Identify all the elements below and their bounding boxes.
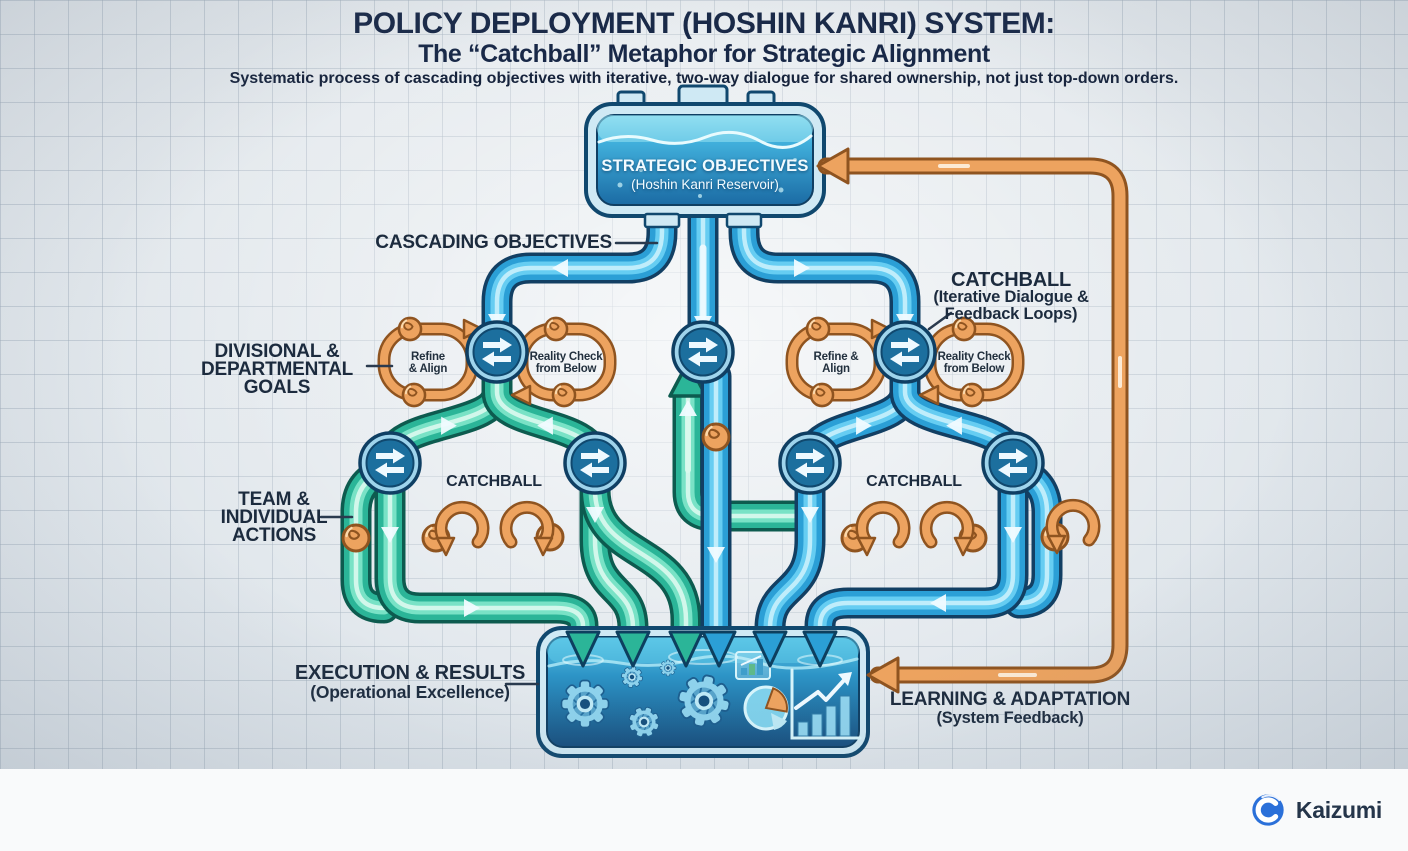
cascading-objectives-label: CASCADING OBJECTIVES <box>375 232 612 253</box>
pipe-team-right-inner <box>770 468 810 648</box>
loop-arrow-icon <box>926 507 972 555</box>
divisional-goals-label: DIVISIONAL & DEPARTMENTAL GOALS <box>200 341 354 398</box>
catchball-loop-reality-left <box>510 316 610 408</box>
loop-arrow-icon <box>1048 505 1094 553</box>
exchange-node-icon <box>873 320 937 384</box>
pipe-team-left-outer <box>356 468 583 648</box>
refine-align-left-label: Refine & Align <box>408 351 448 376</box>
catchball-mid-right-label: CATCHBALL <box>866 473 962 490</box>
pipe-team-right-outer <box>820 468 1047 648</box>
brand-swirl-icon <box>1252 794 1284 826</box>
gear-icon <box>659 659 677 677</box>
reservoir-subtitle: (Hoshin Kanri Reservoir) <box>631 176 779 192</box>
exchange-node-icon <box>465 320 529 384</box>
loop-arrow-icon <box>858 507 904 555</box>
execution-results-label: EXECUTION & RESULTS (Operational Excelle… <box>294 662 526 702</box>
mini-bar-chart-icon <box>735 651 771 680</box>
reservoir-title: STRATEGIC OBJECTIVES <box>601 157 809 175</box>
exchange-node-icon <box>778 431 842 495</box>
loop-arrow-icon <box>437 507 483 555</box>
exchange-node-icon <box>563 431 627 495</box>
brand-logo: Kaizumi <box>1249 791 1382 829</box>
growth-chart-icon <box>790 668 862 740</box>
pipe-team-left-inner <box>595 468 686 648</box>
catchball-loop-reality-right <box>918 316 1018 408</box>
footer-bar: Kaizumi <box>0 769 1408 851</box>
strategic-objectives-reservoir <box>584 84 826 229</box>
feedback-arrowhead-top <box>816 147 850 185</box>
page-title: POLICY DEPLOYMENT (HOSHIN KANRI) SYSTEM: <box>353 7 1055 40</box>
exchange-node-icon <box>981 431 1045 495</box>
refine-align-right-label: Refine & Align <box>813 351 859 376</box>
team-actions-label: TEAM & INDIVIDUAL ACTIONS <box>220 489 328 546</box>
page-description: Systematic process of cascading objectiv… <box>229 70 1179 87</box>
flow-arrows <box>381 244 1022 617</box>
feedback-pipe <box>816 147 1129 694</box>
exchange-node-icon <box>358 431 422 495</box>
page-subtitle: The “Catchball” Metaphor for Strategic A… <box>418 40 990 68</box>
tank-entry-arrows <box>565 630 838 668</box>
feedback-arrowhead-bottom <box>866 656 900 694</box>
exchange-node-icon <box>671 320 735 384</box>
reality-check-right-label: Reality Check from Below <box>937 351 1011 376</box>
learning-adaptation-label: LEARNING & ADAPTATION (System Feedback) <box>889 689 1131 727</box>
reservoir-label: STRATEGIC OBJECTIVES (Hoshin Kanri Reser… <box>596 157 814 194</box>
catchball-definition-label: CATCHBALL (Iterative Dialogue & Feedback… <box>933 269 1089 323</box>
label-connectors <box>319 241 953 686</box>
brand-name: Kaizumi <box>1295 796 1382 823</box>
catchball-mid-left-label: CATCHBALL <box>446 473 542 490</box>
loop-arrow-icon <box>506 507 552 555</box>
pie-chart-icon <box>743 685 789 731</box>
reality-check-left-label: Reality Check from Below <box>529 351 603 376</box>
